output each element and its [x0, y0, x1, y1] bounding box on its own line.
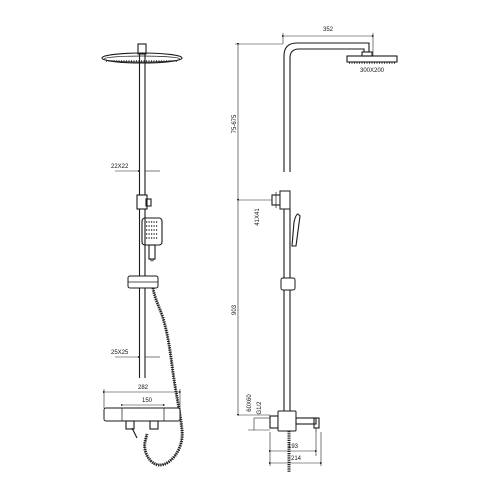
- dim-bracket-size: 41X41: [238, 199, 272, 226]
- dim-rail-height: 903: [232, 198, 240, 417]
- label-upper-pipe: 22X22: [111, 164, 129, 170]
- slide-bracket: [127, 275, 159, 289]
- dim-spout-reach: 193: [268, 432, 318, 466]
- label-body-inner: 150: [142, 398, 153, 404]
- dim-body-width: 282: [102, 385, 182, 408]
- dim-wall-plate: 60X60 G1/2: [238, 394, 270, 431]
- lower-rail-side: [283, 209, 291, 412]
- label-body-width: 282: [138, 385, 149, 391]
- dim-lower-pipe: 25X25: [111, 350, 160, 359]
- label-head-size: 300X200: [360, 68, 385, 74]
- head-shower-front: [101, 43, 183, 64]
- head-shower-side: 300X200: [346, 55, 398, 74]
- hand-shower-nozzles: [146, 221, 158, 239]
- dim-adjust-range: 75-675: [232, 42, 283, 202]
- label-lower-pipe: 25X25: [111, 350, 129, 356]
- slide-bracket-side: [280, 277, 296, 291]
- thermostatic-mixer-side: [269, 410, 320, 432]
- lower-pipe-front: [138, 209, 146, 378]
- label-rail-height: 903: [232, 304, 238, 315]
- thermostatic-mixer-front: [103, 407, 181, 439]
- label-body-depth: 214: [291, 456, 302, 462]
- front-view: 22X22: [101, 43, 184, 467]
- diverter-joint: [136, 194, 152, 210]
- dim-upper-pipe: 22X22: [111, 164, 160, 173]
- side-view: 352 300X200 75-675 41X41: [232, 27, 398, 472]
- upper-pipe-front: [138, 54, 146, 195]
- dim-body-depth: 214: [268, 432, 323, 466]
- dim-body-inner: 150: [120, 398, 166, 407]
- hand-shower-side: [291, 213, 301, 247]
- upper-wall-bracket: [271, 190, 291, 210]
- label-bracket-size: 41X41: [255, 208, 261, 226]
- label-adjust-range: 75-675: [232, 114, 238, 133]
- hand-shower: [141, 217, 163, 262]
- label-spout-reach: 193: [288, 444, 299, 450]
- label-thread: G1/2: [257, 401, 263, 415]
- dim-arm-length: 352: [281, 27, 375, 56]
- hose: [143, 287, 184, 467]
- label-wall-plate: 60X60: [247, 394, 253, 412]
- label-arm-length: 352: [323, 27, 334, 33]
